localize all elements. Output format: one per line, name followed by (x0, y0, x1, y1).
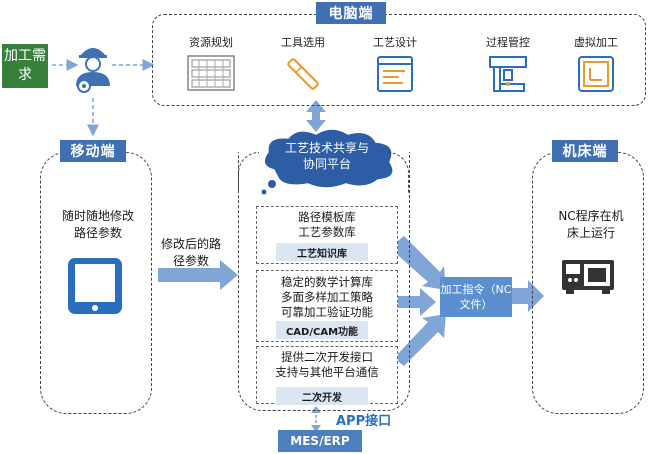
engineer-icon (72, 42, 114, 94)
secondary-dev-line-1: 提供二次开发接口 (281, 350, 373, 364)
arrow-block3-command (394, 314, 446, 366)
arrow-block2-command (398, 288, 436, 316)
mes-erp-box: MES/ERP (278, 430, 362, 452)
cadcam-line-3: 可靠加工验证功能 (281, 305, 373, 319)
resource-planning-icon (186, 55, 236, 98)
tablet-icon (66, 256, 124, 320)
machine-desc: NC程序在机床上运行 (558, 209, 624, 240)
mobile-desc: 随时随地修改路径参数 (62, 209, 135, 240)
knowledge-line-1: 路径模板库 (298, 210, 356, 224)
mobile-title: 移动端 (60, 140, 126, 162)
tool-process-design: 工艺设计 (355, 34, 435, 98)
cadcam-line-2: 多面多样加工策略 (281, 290, 373, 304)
arrow-block1-command (392, 236, 446, 290)
process-control-icon (486, 56, 530, 98)
machine-title: 机床端 (552, 140, 618, 162)
secondary-dev-line-2: 支持与其他平台通信 (275, 365, 379, 379)
tool-process-control: 过程管控 (468, 34, 548, 98)
platform-cloud: 工艺技术共享与协同平台 (254, 126, 404, 198)
process-design-icon (375, 56, 415, 98)
app-interface-label: APP接口 (336, 414, 392, 429)
virtual-machining-icon (576, 56, 616, 98)
pc-region (152, 14, 646, 106)
arrow-mobile-platform (158, 260, 238, 290)
arrow-command-machine (512, 280, 544, 312)
knowledge-line-2: 工艺参数库 (298, 225, 356, 239)
secondary-dev-tag: 二次开发 (276, 387, 368, 405)
nc-command-text: 加工指令（NC文件） (440, 283, 512, 311)
pc-title: 电脑端 (316, 2, 386, 24)
mobile-arrow-label: 修改后的路径参数 (160, 237, 221, 268)
demand-label: 加工需求 (2, 44, 48, 88)
nc-command-box: 加工指令（NC文件） (440, 277, 512, 317)
tool-virtual-machining: 虚拟加工 (556, 34, 636, 98)
platform-region (238, 152, 410, 411)
tool-resource-planning: 资源规划 (171, 34, 251, 98)
tool-selection-icon (283, 58, 323, 98)
cloud-label: 工艺技术共享与协同平台 (284, 141, 369, 171)
arrow-pc-platform (306, 100, 326, 132)
tool-tool-selection: 工具选用 (263, 34, 343, 98)
cnc-machine-icon (560, 256, 616, 300)
cadcam-tag: CAD/CAM功能 (276, 321, 368, 339)
cadcam-line-1: 稳定的数学计算库 (281, 275, 373, 289)
demand-text: 加工需求 (4, 48, 46, 83)
knowledge-tag: 工艺知识库 (276, 243, 368, 261)
